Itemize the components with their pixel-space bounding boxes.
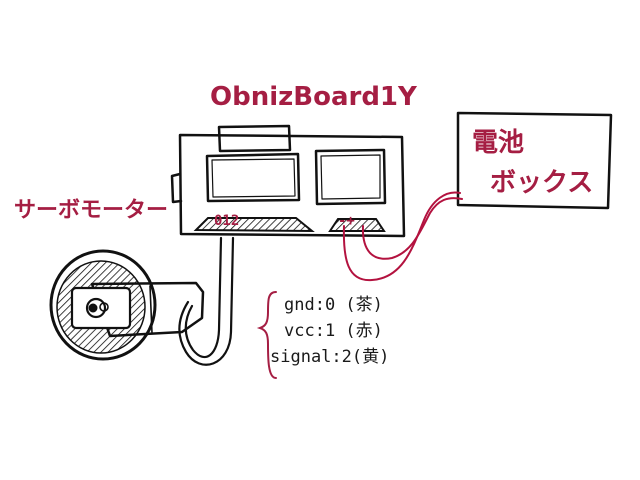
pin-note-signal: signal:2(黄) bbox=[270, 347, 390, 367]
io-pin-header bbox=[193, 217, 315, 233]
battery-label-line1: 電池 bbox=[472, 128, 525, 158]
pin-note-vcc: vcc:1 (赤) bbox=[284, 321, 383, 341]
power-pin-label: -+ bbox=[338, 213, 355, 229]
battery-label-line2: ボックス bbox=[490, 168, 594, 198]
pin-notes-bracket bbox=[256, 291, 277, 379]
board-title: ObnizBoard1Y bbox=[210, 82, 417, 112]
obniz-board bbox=[170, 124, 406, 238]
power-wire bbox=[342, 191, 463, 282]
servo-cable bbox=[178, 236, 235, 366]
servo-label: サーボモーター bbox=[14, 198, 169, 223]
io-pin-label: 012 bbox=[214, 213, 240, 229]
battery-box bbox=[456, 111, 613, 210]
servo-motor bbox=[49, 249, 205, 361]
pin-note-gnd: gnd:0 (茶) bbox=[284, 295, 383, 315]
